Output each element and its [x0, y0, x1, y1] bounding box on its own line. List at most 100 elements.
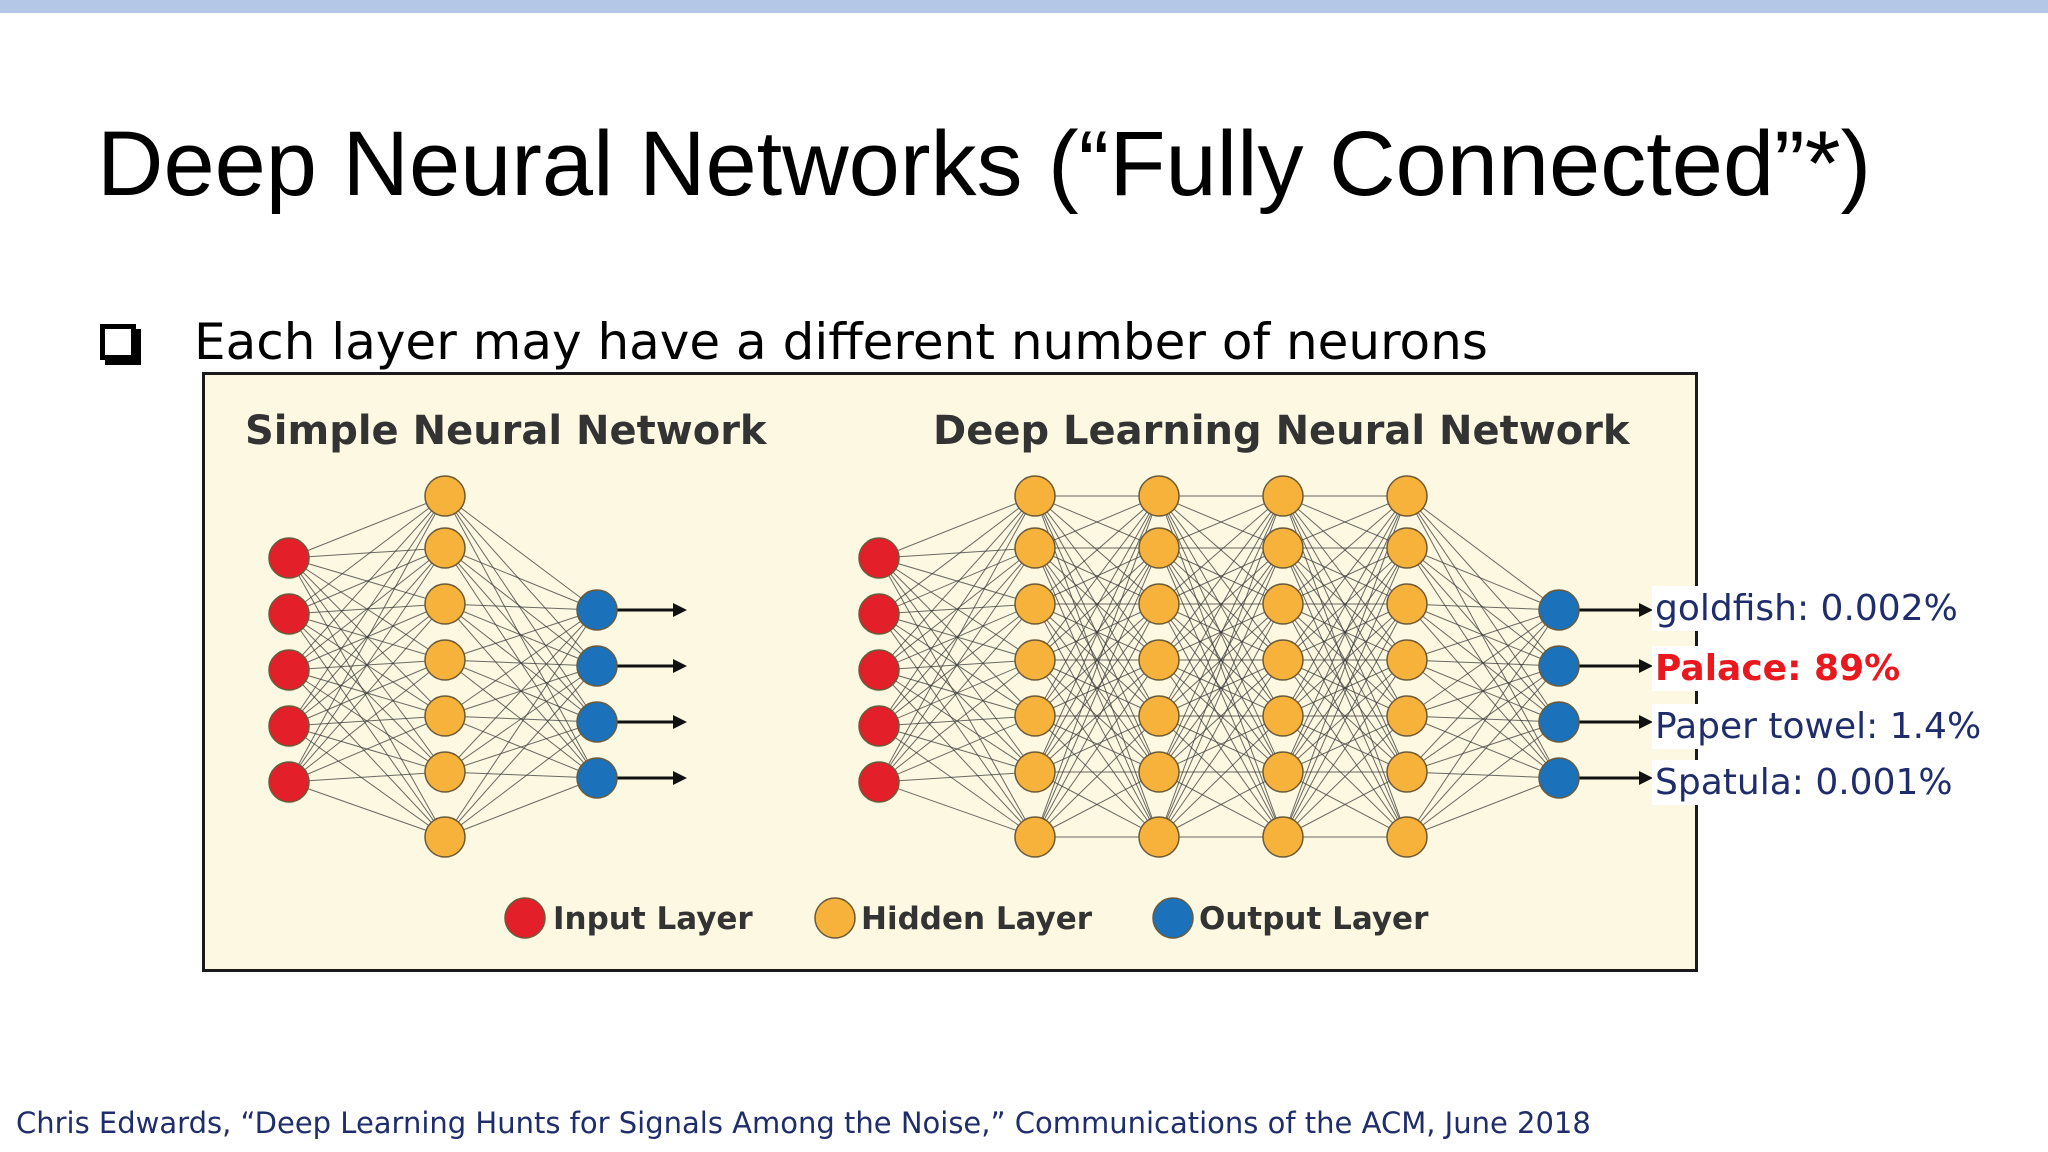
deep-hidden-neuron — [1138, 583, 1180, 625]
deep-connection — [1158, 495, 1284, 838]
deep-connection — [878, 547, 1036, 615]
deep-hidden-neuron — [1262, 475, 1304, 517]
deep-connection — [878, 603, 1036, 783]
simple-network-title: Simple Neural Network — [245, 408, 768, 454]
deep-connection — [878, 495, 1036, 783]
deep-hidden-neuron — [1138, 639, 1180, 681]
deep-connection — [1158, 715, 1284, 838]
deep-connection — [1034, 659, 1160, 773]
deep-connection — [1034, 495, 1160, 661]
simple-connection — [444, 665, 598, 838]
deep-connection — [1158, 495, 1284, 661]
slide-title: Deep Neural Networks (“Fully Connected”*… — [97, 113, 1872, 215]
legend-output-icon — [1152, 897, 1194, 939]
deep-connection — [1034, 771, 1160, 838]
checkbox-bullet-icon — [100, 324, 136, 360]
deep-hidden-neuron — [1262, 816, 1304, 858]
deep-connection — [1034, 715, 1160, 838]
deep-connection — [1034, 659, 1160, 838]
simple-connection — [288, 495, 446, 783]
simple-arrowhead-icon — [673, 603, 687, 617]
deep-connection — [1406, 609, 1560, 717]
simple-hidden-neuron — [424, 816, 466, 858]
deep-connection — [1406, 609, 1560, 838]
simple-connection — [288, 547, 446, 727]
deep-connection — [1282, 495, 1408, 773]
deep-connection — [1158, 495, 1284, 717]
deep-output-neuron — [1538, 589, 1580, 631]
deep-connection — [1158, 547, 1284, 773]
deep-connection — [878, 659, 1036, 783]
deep-connection — [878, 547, 1036, 783]
citation: Chris Edwards, “Deep Learning Hunts for … — [16, 1106, 1591, 1140]
deep-hidden-neuron — [1138, 751, 1180, 793]
simple-connection — [288, 603, 446, 783]
deep-connection — [1406, 495, 1560, 667]
deep-arrowhead-icon — [1639, 603, 1653, 617]
deep-connection — [1034, 495, 1160, 717]
simple-input-neuron — [268, 593, 310, 635]
simple-connection — [288, 495, 446, 671]
simple-output-neuron — [576, 589, 618, 631]
deep-hidden-neuron — [1386, 583, 1428, 625]
deep-hidden-neuron — [1014, 639, 1056, 681]
simple-connection — [288, 495, 446, 559]
deep-connection — [1158, 495, 1284, 605]
simple-connection — [444, 609, 598, 773]
simple-input-neuron — [268, 649, 310, 691]
deep-connection — [1158, 603, 1284, 838]
simple-connection — [288, 557, 446, 838]
deep-connection — [1034, 495, 1160, 838]
deep-hidden-neuron — [1386, 816, 1428, 858]
simple-input-neuron — [268, 761, 310, 803]
simple-connection — [444, 721, 598, 773]
deep-connection — [1034, 547, 1160, 717]
network-diagram-canvas: Simple Neural Network Deep Learning Neur… — [245, 408, 1653, 939]
simple-connection — [444, 495, 598, 611]
deep-hidden-neuron — [1262, 583, 1304, 625]
deep-connection — [1282, 659, 1408, 838]
accent-bar — [0, 0, 2048, 13]
output-label-paper-towel: Paper towel: 1.4% — [1652, 704, 1985, 749]
deep-connection — [878, 715, 1036, 783]
deep-hidden-neuron — [1386, 639, 1428, 681]
deep-connection — [1282, 603, 1408, 773]
deep-hidden-neuron — [1014, 527, 1056, 569]
deep-connection — [1282, 495, 1408, 717]
deep-input-neuron — [858, 761, 900, 803]
deep-input-neuron — [858, 537, 900, 579]
deep-connection — [1406, 495, 1560, 779]
deep-connection — [1034, 495, 1160, 773]
deep-connection — [1406, 777, 1560, 838]
deep-connection — [878, 557, 1036, 838]
simple-output-neuron — [576, 757, 618, 799]
deep-connection — [1282, 547, 1408, 838]
simple-connection — [444, 609, 598, 661]
deep-connection — [1034, 547, 1160, 838]
deep-hidden-neuron — [1138, 527, 1180, 569]
deep-connection — [1282, 495, 1408, 838]
simple-connection — [288, 613, 446, 838]
deep-connection — [1158, 603, 1284, 773]
simple-connection — [288, 781, 446, 838]
deep-connection — [1034, 547, 1160, 661]
deep-hidden-neuron — [1014, 816, 1056, 858]
deep-hidden-neuron — [1262, 639, 1304, 681]
simple-connection — [444, 665, 598, 773]
simple-connection — [288, 495, 446, 727]
deep-connection — [878, 613, 1036, 838]
deep-connection — [1282, 771, 1408, 838]
deep-connection — [1406, 721, 1560, 773]
deep-connection — [1034, 495, 1160, 605]
deep-input-neuron — [858, 649, 900, 691]
deep-connection — [1034, 547, 1160, 605]
deep-connection — [1034, 715, 1160, 773]
deep-hidden-neuron — [1386, 751, 1428, 793]
bullet-text: Each layer may have a different number o… — [194, 313, 1488, 371]
deep-output-neuron — [1538, 757, 1580, 799]
simple-connection — [444, 495, 598, 779]
simple-hidden-neuron — [424, 475, 466, 517]
deep-connection — [1406, 609, 1560, 773]
deep-hidden-neuron — [1138, 475, 1180, 517]
deep-connection — [878, 495, 1036, 727]
